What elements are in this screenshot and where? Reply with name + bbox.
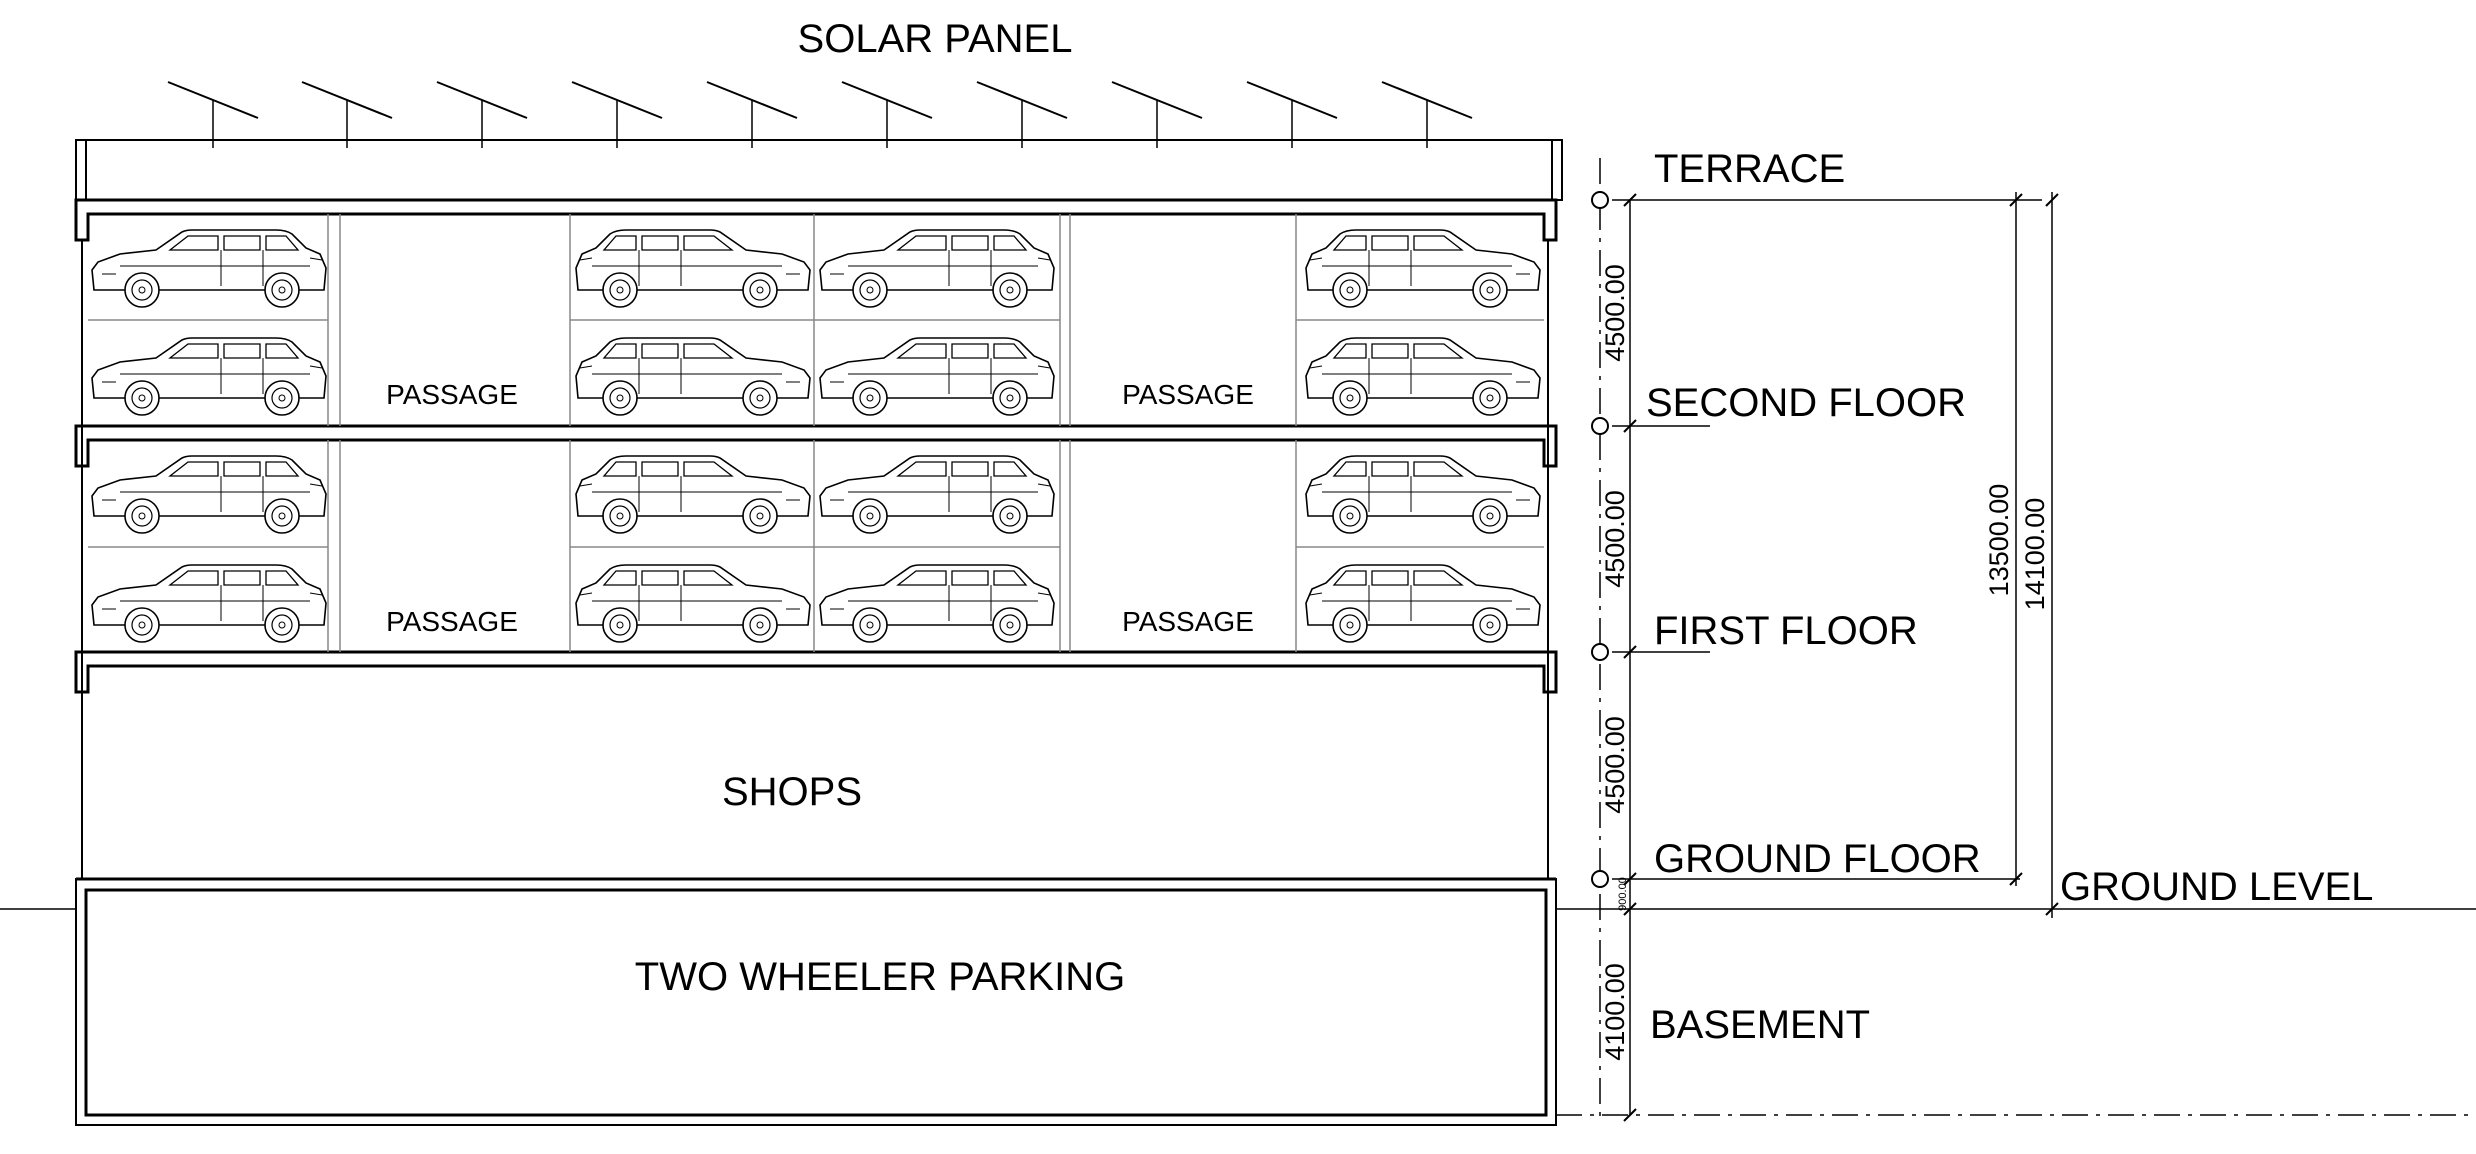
dimension-chain [1623, 193, 1637, 1122]
passage-label: PASSAGE [386, 379, 518, 410]
car-side-icon [575, 337, 811, 416]
solar-panel-icon [436, 81, 528, 148]
car-side-icon [575, 564, 811, 643]
walls [81, 240, 1549, 879]
car-side-icon [819, 564, 1055, 643]
car-side-icon [91, 455, 327, 534]
car-side-icon [575, 229, 811, 308]
car-side-icon [1305, 229, 1541, 308]
solar-panel-icon [167, 81, 259, 148]
car-side-icon [1305, 564, 1541, 643]
level-circle-icon [1591, 870, 1609, 888]
level-circle-icon [1591, 643, 1609, 661]
overall-dimensions [2009, 192, 2059, 918]
solar-panel-icon [1381, 81, 1473, 148]
dim-first-to-second: 4500.00 [1600, 490, 1630, 588]
car-side-icon [819, 337, 1055, 416]
level-circle-icon [1591, 417, 1609, 435]
terrace-slab [74, 198, 1558, 242]
solar-panel-icon [841, 81, 933, 148]
car-side-icon [91, 564, 327, 643]
first-floor-label: FIRST FLOOR [1654, 609, 1918, 653]
car-side-icon [819, 229, 1055, 308]
solar-panel-icon [706, 81, 798, 148]
terrace-label: TERRACE [1654, 147, 1845, 191]
car-side-icon [91, 337, 327, 416]
dim-ground-floor-to-terrace: 13500.00 [1984, 484, 2014, 597]
first-floor-slab [74, 650, 1558, 694]
solar-panel-icon [571, 81, 663, 148]
shops-label: SHOPS [722, 770, 862, 814]
parking-bay-lines [88, 214, 1544, 652]
parapet [75, 139, 1563, 201]
solar-panel-label: SOLAR PANEL [798, 17, 1073, 61]
passage-label: PASSAGE [1122, 606, 1254, 637]
basement-box [75, 878, 1557, 1126]
car-side-icon [91, 229, 327, 308]
dim-ground-level-to-terrace: 14100.00 [2020, 498, 2050, 611]
ground-level-label: GROUND LEVEL [2060, 865, 2373, 909]
second-floor-slab [74, 424, 1558, 468]
car-side-icon [819, 455, 1055, 534]
passage-label: PASSAGE [1122, 379, 1254, 410]
basement-label: BASEMENT [1650, 1003, 1870, 1047]
dim-plinth: 900.00 [1617, 877, 1629, 911]
car-side-icon [575, 455, 811, 534]
solar-panel-icon [301, 81, 393, 148]
solar-panel-icon [1111, 81, 1203, 148]
two-wheeler-parking-label: TWO WHEELER PARKING [635, 955, 1125, 999]
dim-ground-to-first: 4500.00 [1600, 716, 1630, 814]
solar-panels [167, 81, 1473, 148]
solar-panel-icon [976, 81, 1068, 148]
car-side-icon [1305, 455, 1541, 534]
solar-panel-icon [1246, 81, 1338, 148]
ground-floor-label: GROUND FLOOR [1654, 837, 1981, 881]
dim-second-to-terrace: 4500.00 [1600, 264, 1630, 362]
passage-label: PASSAGE [386, 606, 518, 637]
car-side-icon [1305, 337, 1541, 416]
level-lines [1612, 199, 2042, 880]
level-circle-icon [1591, 191, 1609, 209]
second-floor-label: SECOND FLOOR [1646, 381, 1966, 425]
level-markers [1591, 191, 1609, 888]
cars [91, 229, 1541, 643]
dim-basement: 4100.00 [1600, 963, 1630, 1061]
